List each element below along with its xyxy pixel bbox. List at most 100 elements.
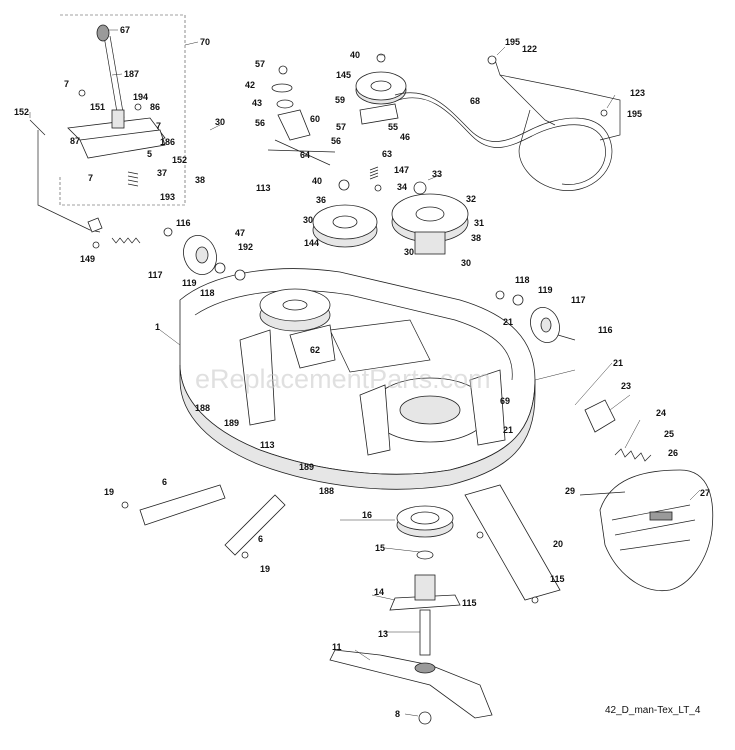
part-label: 7 (88, 173, 93, 183)
part-label: 117 (571, 295, 586, 305)
part-label: 63 (382, 149, 392, 159)
part-label: 192 (238, 242, 253, 252)
part-label: 46 (400, 132, 410, 142)
part-label: 117 (148, 270, 163, 280)
part-label: 70 (200, 37, 210, 47)
part-label: 31 (474, 218, 484, 228)
part-label: 30 (404, 247, 414, 257)
part-label: 118 (515, 275, 530, 285)
part-label: 21 (503, 425, 513, 435)
part-label: 23 (621, 381, 631, 391)
part-label: 122 (522, 44, 537, 54)
part-label: 69 (500, 396, 510, 406)
watermark: eReplacementParts.com (195, 364, 491, 394)
part-label: 30 (303, 215, 313, 225)
part-label: 11 (332, 642, 342, 652)
part-label: 186 (160, 137, 175, 147)
part-label: 20 (553, 539, 563, 549)
idler-pulley-group (267, 53, 469, 255)
part-label: 195 (505, 37, 520, 47)
part-label: 56 (331, 136, 341, 146)
part-label: 189 (299, 462, 314, 472)
part-label: 123 (630, 88, 645, 98)
part-label: 7 (64, 79, 69, 89)
gauge-wheels (163, 227, 576, 343)
part-label: 64 (300, 150, 310, 160)
part-label: 145 (336, 70, 351, 80)
part-label: 37 (157, 168, 167, 178)
part-label: 14 (374, 587, 384, 597)
part-label: 38 (195, 175, 205, 185)
lift-arms (121, 484, 561, 604)
part-label: 24 (656, 408, 666, 418)
part-label: 56 (255, 118, 265, 128)
part-label: 38 (471, 233, 481, 243)
part-label: 147 (394, 165, 409, 175)
part-label: 113 (256, 183, 271, 193)
part-label: 188 (319, 486, 334, 496)
part-label: 68 (470, 96, 480, 106)
spindle-blade-assembly (329, 505, 493, 725)
part-label: 36 (316, 195, 326, 205)
drive-belt (394, 55, 621, 191)
part-label: 40 (312, 176, 322, 186)
part-label: 19 (104, 487, 114, 497)
part-label: 43 (252, 98, 262, 108)
mower-deck (179, 268, 536, 490)
part-label: 6 (258, 534, 263, 544)
part-label: 25 (664, 429, 674, 439)
part-label: 6 (162, 477, 167, 487)
part-label: 60 (310, 114, 320, 124)
part-label: 144 (304, 238, 319, 248)
part-label: 115 (462, 598, 477, 608)
part-label: 118 (200, 288, 215, 298)
part-label: 113 (260, 440, 275, 450)
part-label: 116 (598, 325, 613, 335)
part-label: 62 (310, 345, 320, 355)
part-label: 87 (70, 136, 80, 146)
part-number-labels: 67 70 187 7 194 86 151 87 7 186 5 152 37… (14, 25, 710, 719)
part-label: 29 (565, 486, 575, 496)
part-label: 34 (397, 182, 407, 192)
part-label: 30 (461, 258, 471, 268)
part-label: 116 (176, 218, 191, 228)
part-label: 67 (120, 25, 130, 35)
part-label: 27 (700, 488, 710, 498)
part-label: 5 (147, 149, 152, 159)
part-label: 57 (255, 59, 265, 69)
part-label: 152 (14, 107, 29, 117)
part-label: 15 (375, 543, 385, 553)
part-label: 152 (172, 155, 187, 165)
part-label: 26 (668, 448, 678, 458)
lift-lever-assembly (29, 14, 186, 249)
part-label: 189 (224, 418, 239, 428)
part-label: 33 (432, 169, 442, 179)
part-label: 149 (80, 254, 95, 264)
part-label: 57 (336, 122, 346, 132)
part-label: 16 (362, 510, 372, 520)
part-label: 119 (182, 278, 197, 288)
part-label: 86 (150, 102, 160, 112)
diagram-code: 42_D_man-Tex_LT_4 (605, 705, 701, 716)
part-label: 115 (550, 574, 565, 584)
leader-lines (29, 29, 701, 717)
part-label: 32 (466, 194, 476, 204)
part-label: 188 (195, 403, 210, 413)
part-label: 119 (538, 285, 553, 295)
part-label: 40 (350, 50, 360, 60)
part-label: 59 (335, 95, 345, 105)
part-label: 42 (245, 80, 255, 90)
part-label: 8 (395, 709, 400, 719)
part-label: 193 (160, 192, 175, 202)
discharge-chute (579, 399, 714, 592)
part-label: 19 (260, 564, 270, 574)
part-label: 151 (90, 102, 105, 112)
part-label: 13 (378, 629, 388, 639)
part-label: 194 (133, 92, 148, 102)
part-label: 7 (156, 121, 161, 131)
part-label: 187 (124, 69, 139, 79)
part-label: 55 (388, 122, 398, 132)
part-label: 47 (235, 228, 245, 238)
part-label: 195 (627, 109, 642, 119)
